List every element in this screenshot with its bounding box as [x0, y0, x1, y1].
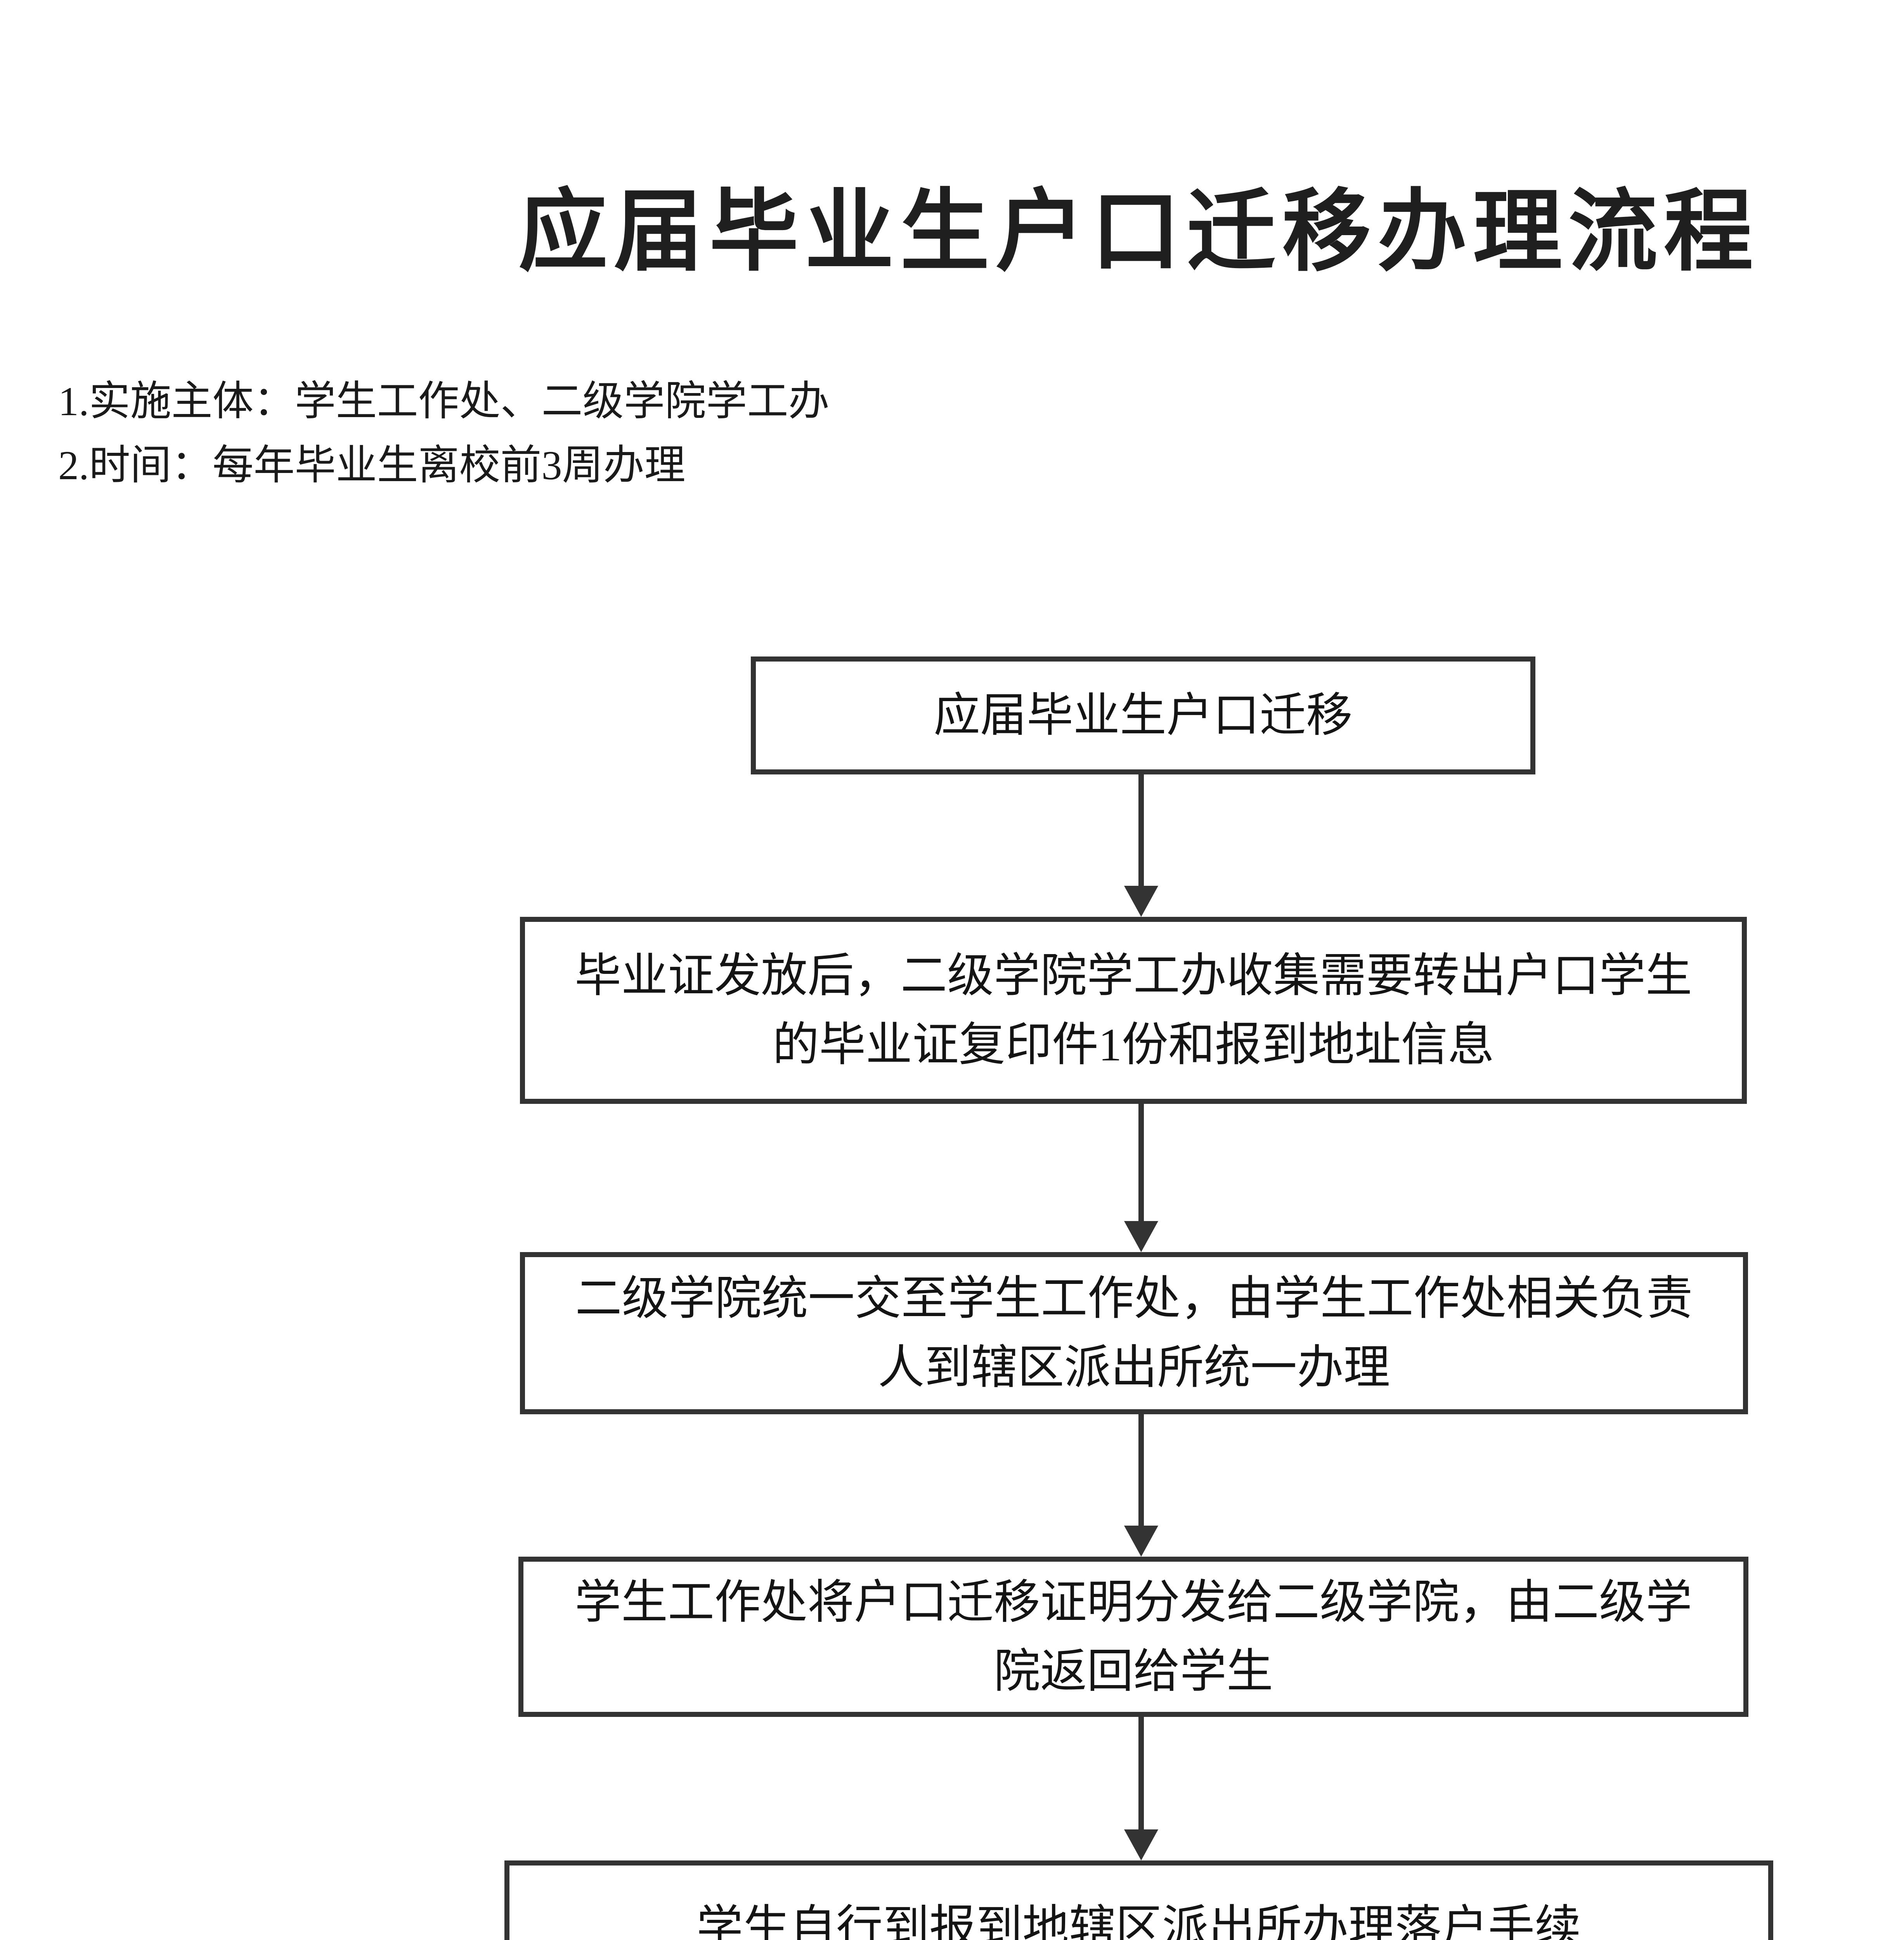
arrow-down-icon	[1124, 1221, 1158, 1252]
arrow-line	[1138, 1717, 1144, 1829]
arrow-down-icon	[1124, 1829, 1158, 1860]
flow-node-submit-to-student-affairs: 二级学院统一交至学生工作处，由学生工作处相关负责 人到辖区派出所统一办理	[520, 1252, 1748, 1414]
arrow-down-icon	[1124, 886, 1158, 917]
flow-node-start-label: 应届毕业生户口迁移	[934, 689, 1353, 741]
arrow-line	[1138, 1104, 1144, 1221]
notes-block: 1.实施主体：学生工作处、二级学院学工办 2.时间：每年毕业生离校前3周办理	[58, 369, 830, 498]
arrow-connector-3	[1124, 1414, 1158, 1557]
flow-node-end-label: 学生自行到报到地辖区派出所办理落户手续	[696, 1901, 1581, 1940]
arrow-down-icon	[1124, 1526, 1158, 1557]
flow-node-distribute-certificates: 学生工作处将户口迁移证明分发给二级学院，由二级学 院返回给学生	[518, 1557, 1748, 1717]
flow-node-start: 应届毕业生户口迁移	[751, 656, 1535, 774]
flow-node-end: 学生自行到报到地辖区派出所办理落户手续	[504, 1860, 1773, 1940]
flow-node-collect-documents: 毕业证发放后，二级学院学工办收集需要转出户口学生 的毕业证复印件1份和报到地址信…	[520, 917, 1747, 1104]
arrow-line	[1138, 1414, 1144, 1526]
flow-node-collect-documents-label: 毕业证发放后，二级学院学工办收集需要转出户口学生 的毕业证复印件1份和报到地址信…	[575, 950, 1692, 1070]
arrow-connector-1	[1124, 774, 1158, 917]
flow-node-distribute-certificates-label: 学生工作处将户口迁移证明分发给二级学院，由二级学 院返回给学生	[575, 1576, 1692, 1697]
arrow-connector-4	[1124, 1717, 1158, 1860]
arrow-line	[1138, 774, 1144, 886]
flow-node-submit-to-student-affairs-label: 二级学院统一交至学生工作处，由学生工作处相关负责 人到辖区派出所统一办理	[575, 1273, 1693, 1393]
arrow-connector-2	[1124, 1104, 1158, 1252]
note-implementer: 1.实施主体：学生工作处、二级学院学工办	[58, 379, 830, 424]
note-time: 2.时间：每年毕业生离校前3周办理	[58, 443, 686, 488]
page-title: 应届毕业生户口迁移办理流程	[518, 183, 1760, 282]
